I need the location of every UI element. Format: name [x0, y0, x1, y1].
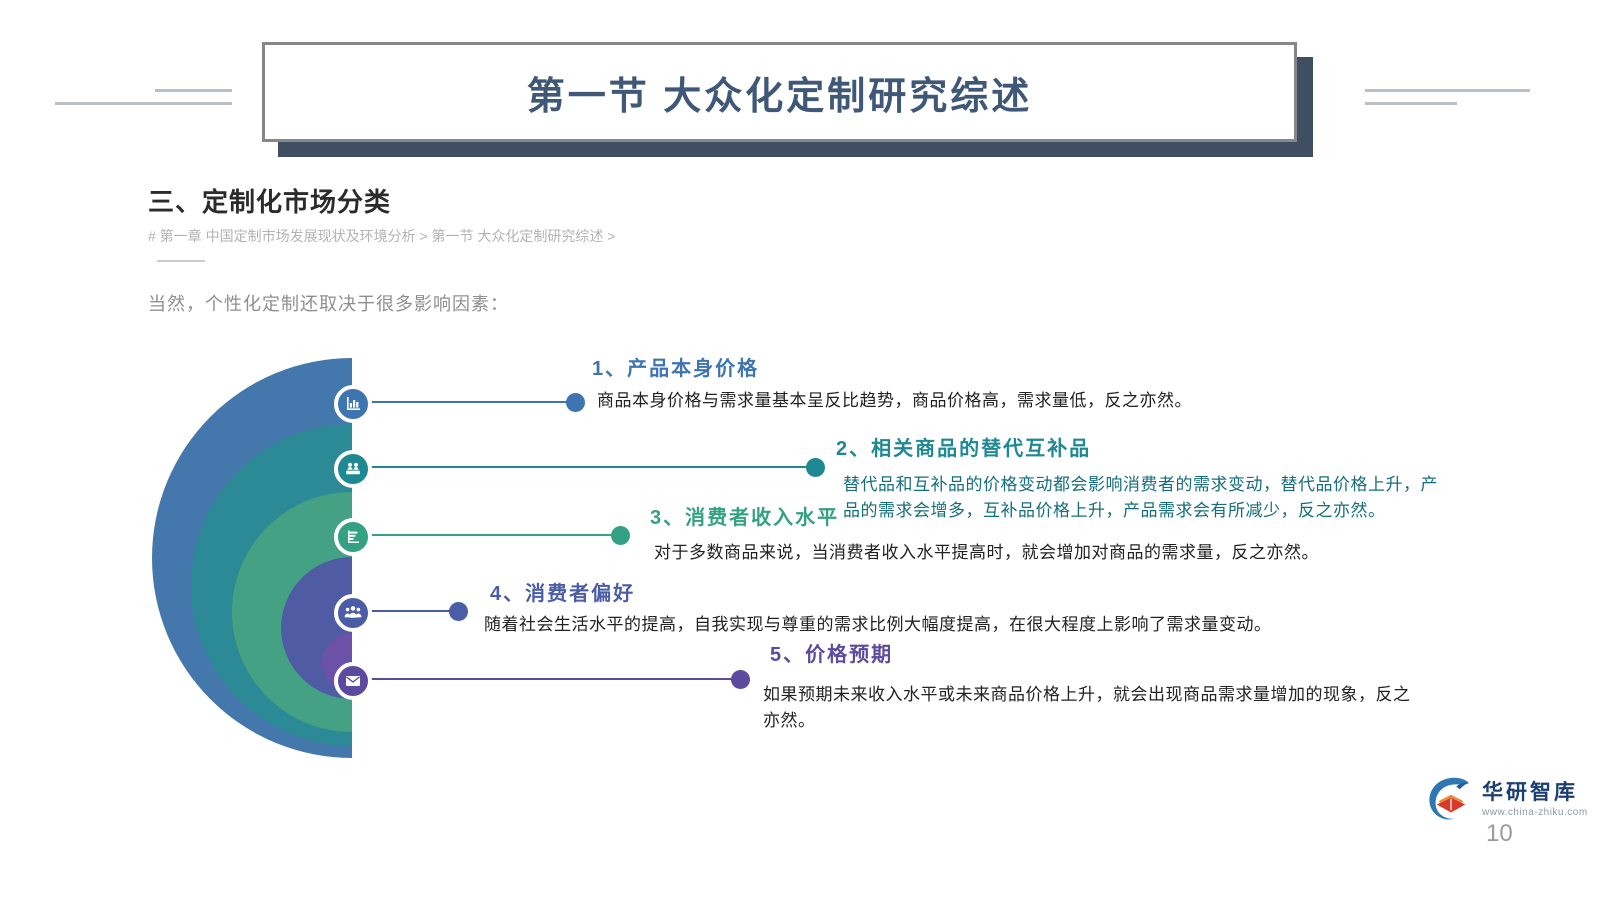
connector-line — [368, 466, 815, 468]
factor-desc: 如果预期未来收入水平或未来商品价格上升，就会出现商品需求量增加的现象，反之亦然。 — [763, 685, 1411, 730]
page-title: 第一节 大众化定制研究综述 — [526, 75, 1033, 118]
breadcrumb-rule — [157, 260, 205, 262]
logo: 华研智库 www.china-zhiku.com — [1424, 776, 1588, 824]
logo-graphic-icon — [1429, 777, 1469, 820]
factor-title: 5、价格预期 — [770, 644, 894, 666]
intro-text: 当然，个性化定制还取决于很多影响因素： — [148, 294, 509, 314]
connector-dot — [611, 526, 630, 545]
connector-dot — [449, 602, 468, 621]
logo-name: 华研智库 — [1482, 781, 1578, 804]
team-icon — [334, 594, 372, 632]
factor-desc: 对于多数商品来说，当消费者收入水平提高时，就会增加对商品的需求量，反之亦然。 — [654, 543, 1319, 562]
envelope-icon — [334, 662, 372, 700]
breadcrumb: # 第一章 中国定制市场发展现状及环境分析 > 第一节 大众化定制研究综述 > — [148, 228, 616, 244]
connector-line — [368, 610, 458, 612]
connector-dot — [731, 670, 750, 689]
ring-1 — [152, 358, 352, 758]
page-number: 10 — [1486, 820, 1513, 847]
factor-title: 3、消费者收入水平 — [650, 507, 840, 529]
presenter-users-icon — [334, 450, 372, 488]
decor-line-right-bottom — [1365, 102, 1457, 105]
factor-title: 2、相关商品的替代互补品 — [836, 438, 1092, 460]
connector-dot — [566, 393, 585, 412]
title-box: 第一节 大众化定制研究综述 — [262, 42, 1297, 142]
section-heading: 三、定制化市场分类 — [148, 187, 392, 217]
factor-desc: 随着社会生活水平的提高，自我实现与尊重的需求比例大幅度提高，在很大程度上影响了需… — [484, 615, 1272, 634]
decor-line-right-top — [1365, 89, 1530, 92]
connector-line — [368, 401, 575, 403]
factor-desc: 商品本身价格与需求量基本呈反比趋势，商品价格高，需求量低，反之亦然。 — [597, 391, 1192, 410]
ring-2 — [191, 424, 352, 746]
decor-line-left-bottom — [55, 102, 232, 105]
logo-url: www.china-zhiku.com — [1482, 807, 1588, 818]
factor-title: 1、产品本身价格 — [592, 358, 760, 380]
connector-line — [368, 678, 740, 680]
horizontal-bar-chart-icon — [334, 518, 372, 556]
bar-chart-icon — [334, 385, 372, 423]
decor-line-left-top — [155, 89, 232, 92]
factor-desc: 替代品和互补品的价格变动都会影响消费者的需求变动，替代品价格上升，产品的需求会增… — [843, 475, 1438, 520]
factor-title: 4、消费者偏好 — [490, 583, 636, 605]
connector-line — [368, 534, 620, 536]
connector-dot — [806, 458, 825, 477]
